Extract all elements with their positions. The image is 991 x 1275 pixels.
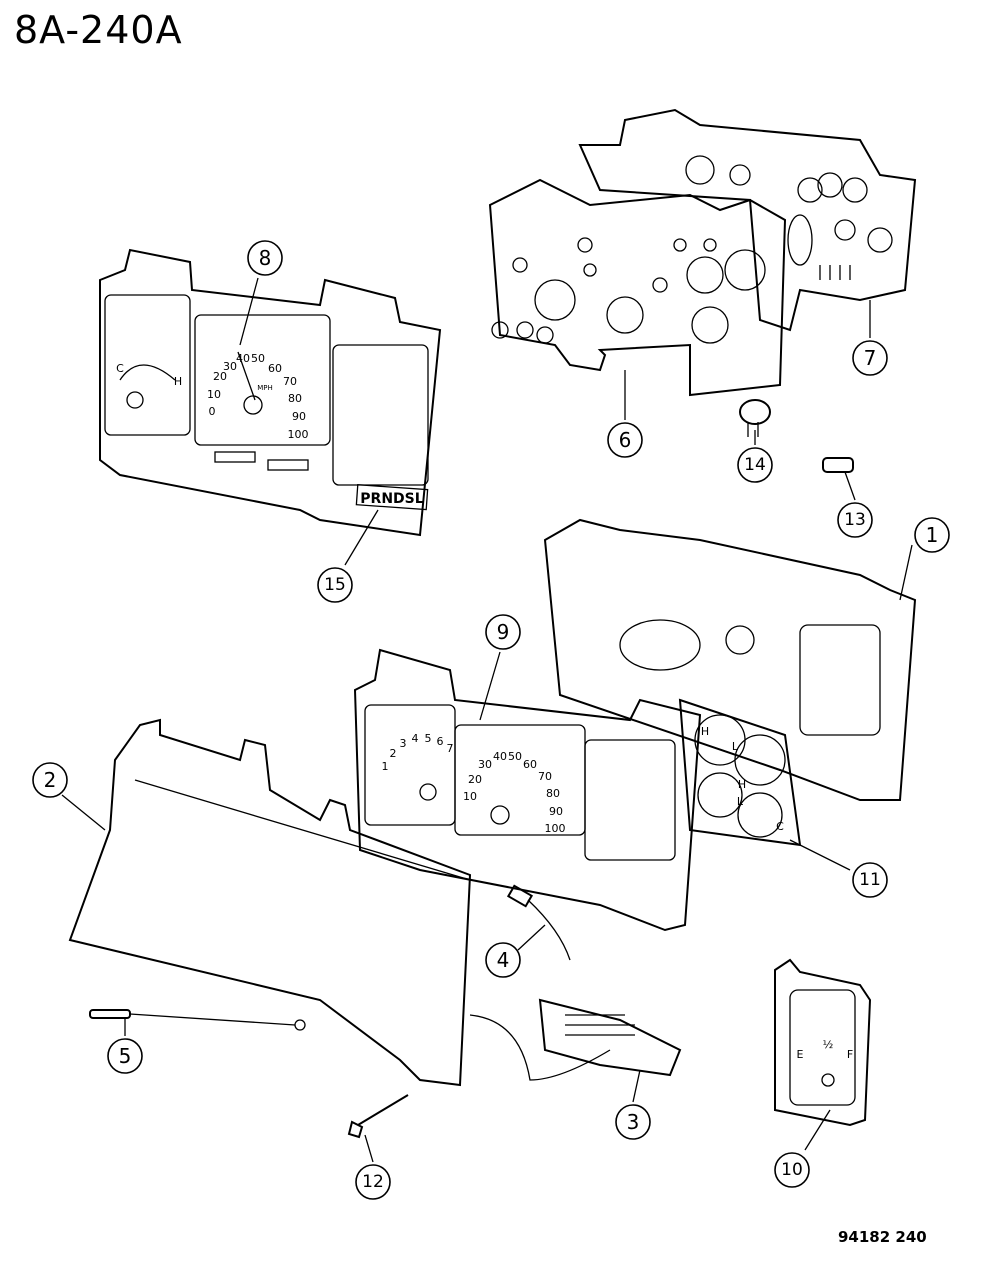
gauge-11-labels: H L H L C bbox=[701, 725, 784, 833]
callout-10: 10 bbox=[774, 1152, 810, 1188]
svg-text:1: 1 bbox=[382, 760, 389, 773]
temp-label-c: C bbox=[116, 362, 124, 375]
svg-text:90: 90 bbox=[292, 410, 306, 423]
callout-5: 5 bbox=[107, 1038, 143, 1074]
svg-text:13: 13 bbox=[844, 510, 866, 530]
svg-text:70: 70 bbox=[538, 770, 552, 783]
part-3-switch bbox=[469, 998, 682, 1081]
callout-1: 1 bbox=[914, 517, 950, 553]
svg-text:20: 20 bbox=[213, 370, 227, 383]
fuel-label-half: ½ bbox=[823, 1038, 834, 1051]
svg-text:3: 3 bbox=[627, 1110, 640, 1134]
svg-text:8: 8 bbox=[259, 246, 272, 270]
svg-text:30: 30 bbox=[478, 758, 492, 771]
svg-text:7: 7 bbox=[447, 742, 454, 755]
svg-text:4: 4 bbox=[412, 732, 419, 745]
callout-4: 4 bbox=[485, 942, 521, 978]
svg-text:60: 60 bbox=[268, 362, 282, 375]
callout-15: 15 bbox=[317, 567, 353, 603]
svg-text:50: 50 bbox=[508, 750, 522, 763]
svg-text:11: 11 bbox=[859, 870, 881, 890]
callout-12: 12 bbox=[355, 1164, 391, 1200]
svg-text:0: 0 bbox=[209, 405, 216, 418]
svg-text:6: 6 bbox=[437, 735, 444, 748]
gear-indicator-prndsl: PRNDSL bbox=[360, 491, 423, 507]
svg-text:40: 40 bbox=[236, 352, 250, 365]
callout-7: 7 bbox=[852, 340, 888, 376]
part-10-fuel-gauge: E ½ F bbox=[774, 958, 872, 1127]
svg-text:2: 2 bbox=[390, 747, 397, 760]
svg-text:10: 10 bbox=[781, 1160, 803, 1180]
svg-text:70: 70 bbox=[283, 375, 297, 388]
svg-text:1: 1 bbox=[926, 523, 939, 547]
svg-text:10: 10 bbox=[207, 388, 221, 401]
svg-text:2: 2 bbox=[44, 768, 57, 792]
svg-text:60: 60 bbox=[523, 758, 537, 771]
svg-text:40: 40 bbox=[493, 750, 507, 763]
callout-6: 6 bbox=[607, 422, 643, 458]
part-1-cluster-housing bbox=[543, 518, 917, 801]
diagram-code: 8A-240A bbox=[14, 8, 183, 52]
svg-text:6: 6 bbox=[619, 428, 632, 452]
svg-text:100: 100 bbox=[288, 428, 309, 441]
callout-9: 9 bbox=[485, 614, 521, 650]
callout-3: 3 bbox=[615, 1104, 651, 1140]
svg-text:3: 3 bbox=[400, 737, 407, 750]
leader-lines bbox=[61, 277, 913, 1163]
svg-text:H: H bbox=[701, 725, 709, 738]
part-5-pin bbox=[89, 1009, 296, 1026]
callout-11: 11 bbox=[852, 862, 888, 898]
svg-text:20: 20 bbox=[468, 773, 482, 786]
svg-text:H: H bbox=[738, 778, 746, 791]
svg-text:L: L bbox=[737, 795, 744, 808]
callout-8: 8 bbox=[247, 240, 283, 276]
svg-text:5: 5 bbox=[119, 1044, 132, 1068]
svg-text:12: 12 bbox=[362, 1172, 384, 1192]
tach-9-labels: 1 2 3 4 5 6 7 bbox=[382, 732, 454, 773]
svg-text:10: 10 bbox=[463, 790, 477, 803]
svg-text:MPH: MPH bbox=[257, 384, 273, 392]
svg-text:L: L bbox=[732, 740, 739, 753]
part-8-cluster-mask: C H 0 10 20 30 40 50 60 70 80 90 100 MPH… bbox=[99, 248, 442, 537]
svg-text:5: 5 bbox=[425, 732, 432, 745]
figure-number: 94182 240 bbox=[838, 1228, 927, 1246]
svg-text:15: 15 bbox=[324, 575, 346, 595]
part-7-circuit-board bbox=[578, 108, 917, 332]
part-13-bulb bbox=[822, 457, 854, 473]
part-9-cluster-mask: 1 2 3 4 5 6 7 10 20 30 40 50 60 70 80 90… bbox=[353, 648, 702, 932]
callout-2: 2 bbox=[32, 762, 68, 798]
part-6-circuit-board bbox=[488, 178, 787, 397]
fuel-label-f: F bbox=[847, 1048, 853, 1061]
svg-text:90: 90 bbox=[549, 805, 563, 818]
temp-label-h: H bbox=[174, 375, 182, 388]
svg-text:80: 80 bbox=[546, 787, 560, 800]
fuel-label-e: E bbox=[797, 1048, 804, 1061]
part-2-cluster-lens bbox=[68, 718, 472, 1087]
speedometer-9-labels: 10 20 30 40 50 60 70 80 90 100 bbox=[463, 750, 566, 835]
svg-text:30: 30 bbox=[223, 360, 237, 373]
svg-text:9: 9 bbox=[497, 620, 510, 644]
callout-14: 14 bbox=[737, 447, 773, 483]
svg-text:7: 7 bbox=[864, 346, 877, 370]
svg-text:14: 14 bbox=[744, 455, 766, 475]
svg-text:4: 4 bbox=[497, 948, 510, 972]
speedometer-8-labels: 0 10 20 30 40 50 60 70 80 90 100 MPH bbox=[207, 352, 309, 441]
svg-text:80: 80 bbox=[288, 392, 302, 405]
part-14-socket bbox=[739, 399, 771, 437]
part-12-screw bbox=[347, 1094, 409, 1139]
part-4-connector bbox=[506, 884, 571, 961]
svg-text:C: C bbox=[776, 820, 784, 833]
svg-text:50: 50 bbox=[251, 352, 265, 365]
svg-text:100: 100 bbox=[545, 822, 566, 835]
callout-13: 13 bbox=[837, 502, 873, 538]
